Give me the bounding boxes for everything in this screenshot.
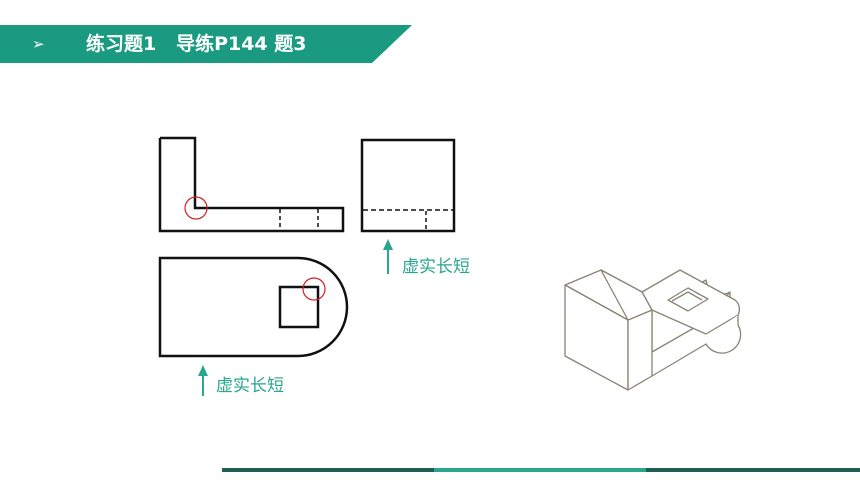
annotation-label-top: 虚实长短 [216,376,284,396]
front-view [158,136,345,233]
annotation-arrow-side [383,239,393,274]
isometric-view [564,269,742,391]
footer-line-left [222,468,434,472]
page-title: 练习题1 导练P144 题3 [86,33,307,55]
footer-line-middle [434,468,646,472]
annotation-label-side: 虚实长短 [402,257,470,277]
arrow-bullet-icon: ➢ [32,35,45,53]
annotation-arrow-top [198,365,208,396]
side-view [360,138,456,233]
highlight-circle-front [184,196,208,220]
highlight-circle-top [302,277,326,301]
top-view [158,256,349,358]
title-banner-shape [0,25,412,63]
title-banner: ➢ 练习题1 导练P144 题3 [0,25,412,63]
footer-line-right [646,468,860,472]
